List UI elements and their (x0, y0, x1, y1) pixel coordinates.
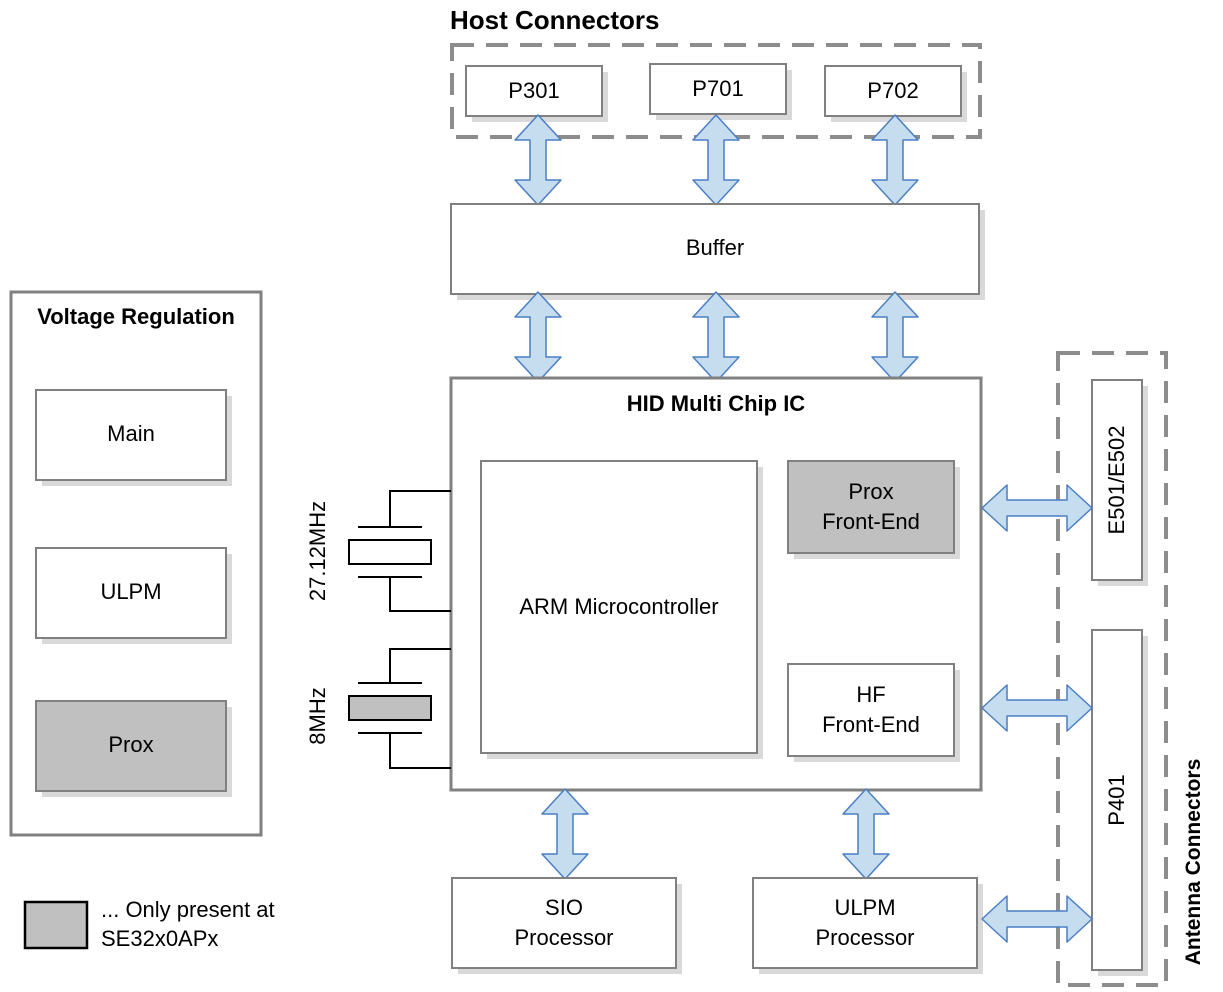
legend-line2: SE32x0APx (101, 925, 219, 951)
label-hf-front-end-line2: Front-End (822, 712, 920, 737)
arrow-prox-e501 (981, 484, 1093, 532)
label-hf-front-end-line1: HF (856, 682, 886, 708)
host-connector-p702 (824, 65, 967, 122)
label-ulpm-processor: ULPM Processor (753, 878, 977, 968)
antenna-connector-e501-e502 (1091, 379, 1148, 586)
label-sio-processor: SIO Processor (452, 878, 676, 968)
arrow-hf-p401 (981, 684, 1093, 732)
antenna-connectors-title: Antenna Connectors (1182, 758, 1205, 966)
label-p702: P702 (867, 78, 919, 104)
crystal-8mhz (348, 648, 451, 769)
label-prox-front-end-line2: Front-End (822, 509, 920, 534)
arrow-buffer-ic-1 (514, 291, 562, 383)
prox-front-end-box (787, 460, 960, 559)
multi-chip-ic-title: HID Multi Chip IC (626, 391, 806, 417)
label-vreg-ulpm: ULPM (100, 579, 162, 605)
label-arm-microcontroller: ARM Microcontroller (519, 594, 719, 620)
label-buffer: Buffer (685, 235, 745, 261)
label-p701: P701 (692, 76, 744, 102)
label-ulpm-processor-line2: Processor (815, 925, 915, 950)
arrow-buffer-ic-2 (692, 291, 740, 383)
arrow-buffer-ic-3 (871, 291, 919, 383)
antenna-connector-p401 (1091, 629, 1148, 976)
legend-text: ... Only present at SE32x0APx (101, 896, 275, 953)
arrow-ulpm-p401 (981, 895, 1093, 943)
label-e501-e502: E501/E502 (1104, 425, 1129, 535)
buffer-box (450, 203, 985, 300)
sio-processor-box (451, 877, 682, 974)
antenna-connectors-group (1056, 351, 1168, 987)
label-p301: P301 (508, 78, 560, 104)
ulpm-processor-box (752, 877, 983, 974)
hf-front-end-box (787, 663, 960, 762)
arrow-ic-sio (541, 788, 589, 880)
vreg-prox-box (35, 700, 232, 797)
arrow-p301-buffer (514, 114, 562, 206)
label-prox-front-end-line1: Prox (848, 479, 894, 505)
legend-line1: ... Only present at (101, 897, 275, 922)
label-prox-front-end: Prox Front-End (788, 461, 954, 553)
crystal-27mhz (348, 490, 451, 612)
arrow-p702-buffer (871, 114, 919, 206)
label-crystal-8mhz: 8MHz (305, 687, 330, 745)
arm-microcontroller-box (480, 460, 763, 759)
label-sio-processor-line1: SIO (545, 895, 583, 921)
label-ulpm-processor-line1: ULPM (834, 895, 896, 921)
arrow-ic-ulpm (842, 788, 890, 880)
host-connector-p701 (649, 63, 792, 120)
vreg-ulpm-box (35, 547, 232, 644)
label-crystal-27mhz: 27.12MHz (305, 500, 330, 602)
label-vreg-prox: Prox (108, 732, 154, 758)
arrow-p701-buffer (692, 114, 740, 206)
host-connector-p301 (465, 65, 608, 122)
label-vreg-main: Main (107, 421, 155, 447)
label-sio-processor-line2: Processor (514, 925, 614, 950)
label-hf-front-end: HF Front-End (788, 664, 954, 756)
voltage-regulation-title: Voltage Regulation (37, 304, 235, 330)
label-p401: P401 (1104, 774, 1129, 826)
legend-swatch (23, 900, 89, 950)
host-connectors-title: Host Connectors (450, 5, 660, 36)
vreg-main-box (35, 389, 232, 486)
